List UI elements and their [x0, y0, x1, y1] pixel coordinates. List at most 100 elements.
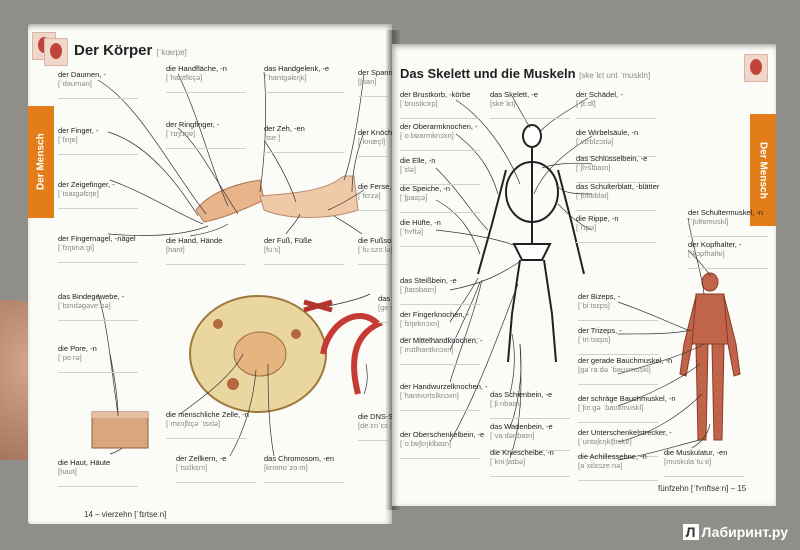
- term-ipa: [ˈrɪpə]: [576, 223, 597, 232]
- term-ipa: [ˈknœçl]: [358, 137, 386, 146]
- anatomy-label: der Spann, -e[ʃpan]: [358, 68, 392, 86]
- writing-line: [490, 450, 570, 451]
- term-ipa: [ˈoːbɐarmknɔxn]: [400, 131, 454, 140]
- term-ipa: [geːn]: [378, 303, 392, 312]
- anatomy-label: die Elle, -n[ˈɛlə]: [400, 156, 435, 174]
- anatomy-label: die Achillessehne, -n[aˈxɪlɛszeːnə]: [578, 452, 647, 470]
- term-text: der Kopfhalter, -: [688, 240, 742, 249]
- term-ipa: [ˈʃɛːdl]: [576, 99, 596, 108]
- term-text: der Mittelhandknochen, -: [400, 336, 483, 345]
- anatomy-label: der Zeh, -en[tseː]: [264, 124, 305, 142]
- body-illustrations: [91, 71, 384, 457]
- term-text: das Gen, -e: [378, 294, 392, 303]
- writing-line: [58, 262, 138, 263]
- term-ipa: [ˈfɛrzə]: [358, 191, 381, 200]
- head-thumbnail-icon: [744, 54, 768, 82]
- writing-line: [58, 154, 138, 155]
- anatomy-label: der Fingernagel, -nägel[ˈfɪŋɐnaːgl]: [58, 234, 136, 252]
- anatomy-label: der Zeigefinger, -[ˈtsaɪgəfɪŋɐ]: [58, 180, 115, 198]
- writing-line: [576, 182, 656, 183]
- writing-line: [400, 246, 480, 247]
- anatomy-label: der schräge Bauchmuskel, -n[ˈʃrɛːgə ˈbaʊ…: [578, 394, 676, 412]
- anatomy-label: der Daumen, -[ˈdaʊmən]: [58, 70, 106, 88]
- head-thumbnail-icon: [44, 38, 68, 66]
- writing-line: [688, 268, 768, 269]
- writing-line: [58, 320, 138, 321]
- term-ipa: [ˈtsaɪgəfɪŋɐ]: [58, 189, 99, 198]
- term-ipa: [ˈpoːrə]: [58, 353, 82, 362]
- term-text: das Skelett, -e: [490, 90, 538, 99]
- term-text: der Fingernagel, -nägel: [58, 234, 136, 243]
- right-page: Das Skelett und die Muskeln [skeˈlɛt ʊnt…: [392, 44, 776, 506]
- anatomy-label: die DNS-Struktur, -en[deːɛnˈɛs ʃtrʊkˈtuː…: [358, 412, 392, 430]
- term-ipa: [haʊt]: [58, 467, 77, 476]
- term-ipa: [ˈfuːszoːlə]: [358, 245, 392, 254]
- term-ipa: [ˈfɪŋɐnaːgl]: [58, 243, 95, 252]
- writing-line: [400, 304, 480, 305]
- anatomy-label: die Haut, Häute[haʊt]: [58, 458, 110, 476]
- term-text: der Spann, -e: [358, 68, 392, 77]
- term-ipa: [ˈkɔpfhaltɐ]: [688, 249, 725, 258]
- term-text: das Steißbein, -e: [400, 276, 457, 285]
- term-text: das Bindegewebe, -: [58, 292, 125, 301]
- term-text: der Oberschenkelbein, -e: [400, 430, 485, 439]
- cell-nucleus: [233, 331, 287, 377]
- skeleton-muscle-illustrations: [435, 95, 741, 461]
- term-text: der Fuß, Füße: [264, 236, 312, 245]
- anatomy-label: die menschliche Zelle, -n[ˈmɛnʃlɪçə ˈtsɛ…: [166, 410, 249, 428]
- watermark-text: Лабиринт.ру: [701, 524, 789, 540]
- anatomy-label: die Fußsohle, -n[ˈfuːszoːlə]: [358, 236, 392, 254]
- writing-line: [166, 148, 246, 149]
- anatomy-label: die Kniescheibe, -n[ˈkniːʃaɪbə]: [490, 448, 554, 466]
- writing-line: [58, 98, 138, 99]
- writing-line: [358, 440, 388, 441]
- writing-line: [576, 156, 656, 157]
- writing-line: [576, 242, 656, 243]
- anatomy-label: der Schädel, -[ˈʃɛːdl]: [576, 90, 623, 108]
- anatomy-label: der Kopfhalter, -[ˈkɔpfhaltɐ]: [688, 240, 741, 258]
- term-ipa: [ˈfɪŋɐknɔxn]: [400, 319, 440, 328]
- writing-line: [400, 184, 480, 185]
- chromosome-illustration: [303, 299, 333, 313]
- anatomy-label: der Oberarmknochen, -[ˈoːbɐarmknɔxn]: [400, 122, 478, 140]
- writing-line: [400, 150, 480, 151]
- term-ipa: [hant]: [166, 245, 185, 254]
- term-text: die Muskulatur, -en: [664, 448, 728, 457]
- term-text: die Fußsohle, -n: [358, 236, 392, 245]
- term-ipa: [ˈbɪndəgəveːbə]: [58, 301, 111, 310]
- writing-line: [58, 208, 138, 209]
- anatomy-label: der Finger, -[ˈfɪŋɐ]: [58, 126, 98, 144]
- term-text: die Speiche, -n: [400, 184, 451, 193]
- term-ipa: [kromoˈzoːm]: [264, 463, 308, 472]
- term-text: die Achillessehne, -n: [578, 452, 647, 461]
- term-text: die Kniescheibe, -n: [490, 448, 554, 457]
- term-text: die Wirbelsäule, -n: [576, 128, 639, 137]
- anatomy-label: der Knöchel, -[ˈknœçl]: [358, 128, 392, 146]
- anatomy-label: das Handgelenk, -e[ˈhantgəlɛŋk]: [264, 64, 329, 82]
- writing-line: [400, 338, 480, 339]
- left-page: Der Körper [ˈkœrpɐ] Der Mensch: [28, 24, 392, 524]
- writing-line: [166, 264, 246, 265]
- term-text: die Elle, -n: [400, 156, 436, 165]
- writing-line: [264, 482, 344, 483]
- term-text: der Fingerknochen, -: [400, 310, 470, 319]
- anatomy-label: der Unterschenkelstrecker, -[ˈʊntɐʃɛŋklʃ…: [578, 428, 672, 446]
- writing-line: [358, 96, 388, 97]
- pointer-lines: [97, 71, 371, 457]
- page-title-ipa: [ˈkœrpɐ]: [156, 48, 187, 57]
- writing-line: [176, 482, 256, 483]
- anatomy-label: das Schienbein, -e[ˈʃiːnbaɪn]: [490, 390, 552, 408]
- term-text: der Zeigefinger, -: [58, 180, 115, 189]
- term-text: der Zellkern, -e: [176, 454, 227, 463]
- writing-line: [264, 264, 344, 265]
- term-text: das Handgelenk, -e: [264, 64, 330, 73]
- writing-line: [378, 322, 388, 323]
- term-text: das Schulterblatt, -blätter: [576, 182, 660, 191]
- anatomy-label: der Schultermuskel, -n[ˈʃʊltɐmʊskl]: [688, 208, 763, 226]
- term-ipa: [ˈtsɛlkɛrn]: [176, 463, 208, 472]
- writing-line: [400, 118, 480, 119]
- term-text: die Pore, -n: [58, 344, 97, 353]
- anatomy-label: die Handfläche, -n[ˈhantflɛçə]: [166, 64, 227, 82]
- anatomy-label: das Skelett, -e[skeˈlɛt]: [490, 90, 538, 108]
